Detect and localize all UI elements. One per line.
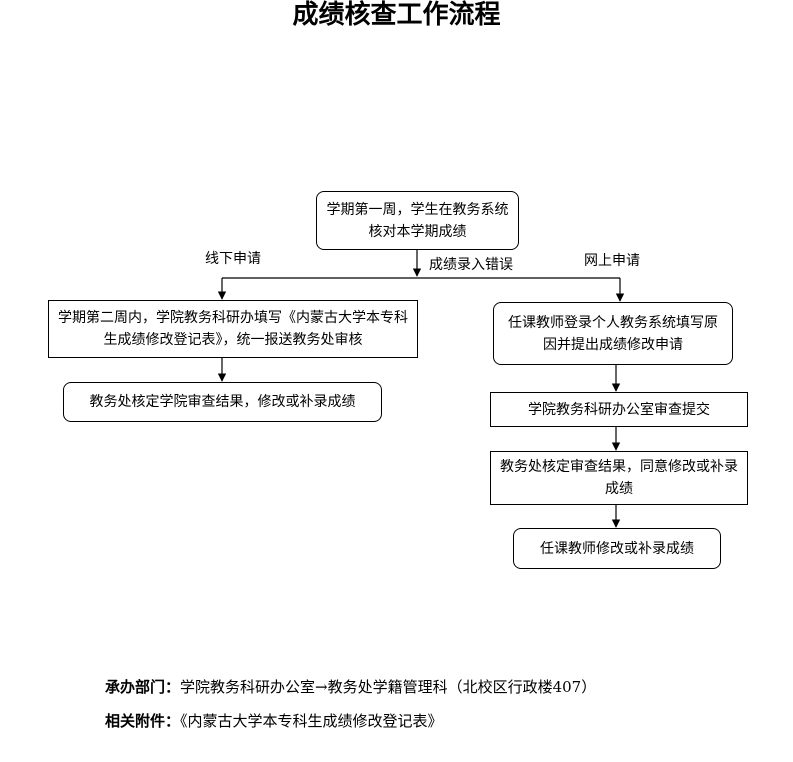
page-title: 成绩核查工作流程 (292, 0, 501, 30)
offline-step-2-text: 教务处核定学院审查结果，修改或补录成绩 (89, 394, 356, 410)
start-node: 学期第一周，学生在教务系统核对本学期成绩 (316, 191, 519, 250)
trigger-label: 成绩录入错误 (429, 257, 513, 273)
online-step-3: 教务处核定审查结果，同意修改或补录成绩 (490, 451, 748, 505)
branch-offline-label: 线下申请 (205, 251, 261, 267)
online-step-1: 任课教师登录个人教务系统填写原因并提出成绩修改申请 (493, 302, 733, 365)
online-step-2-text: 学院教务科研办公室审查提交 (528, 401, 710, 418)
online-step-1-text: 任课教师登录个人教务系统填写原因并提出成绩修改申请 (508, 314, 718, 353)
start-node-text: 学期第一周，学生在教务系统核对本学期成绩 (326, 201, 509, 240)
offline-step-1-text: 学期第二周内，学院教务科研办填写《内蒙古大学本专科生成绩修改登记表》，统一报送教… (58, 310, 408, 348)
offline-step-1: 学期第二周内，学院教务科研办填写《内蒙古大学本专科生成绩修改登记表》，统一报送教… (48, 300, 418, 358)
online-step-4-text: 任课教师修改或补录成绩 (540, 540, 694, 557)
online-step-4: 任课教师修改或补录成绩 (513, 528, 721, 569)
branch-online-label: 网上申请 (584, 253, 640, 269)
online-step-2: 学院教务科研办公室审查提交 (490, 392, 748, 427)
footer-department-value: 学院教务科研办公室→教务处学籍管理科（北校区行政楼407） (180, 678, 597, 696)
footer-attachment-key: 相关附件： (105, 712, 181, 730)
footer-department-key: 承办部门： (105, 678, 181, 696)
footer-attachment-value: 《内蒙古大学本专科生成绩修改登记表》 (180, 712, 443, 730)
offline-step-2: 教务处核定学院审查结果，修改或补录成绩 (63, 382, 382, 422)
footer-department: 承办部门：学院教务科研办公室→教务处学籍管理科（北校区行政楼407） (105, 677, 596, 697)
footer-attachment: 相关附件：《内蒙古大学本专科生成绩修改登记表》 (105, 711, 443, 731)
online-step-3-text: 教务处核定审查结果，同意修改或补录成绩 (500, 459, 738, 497)
